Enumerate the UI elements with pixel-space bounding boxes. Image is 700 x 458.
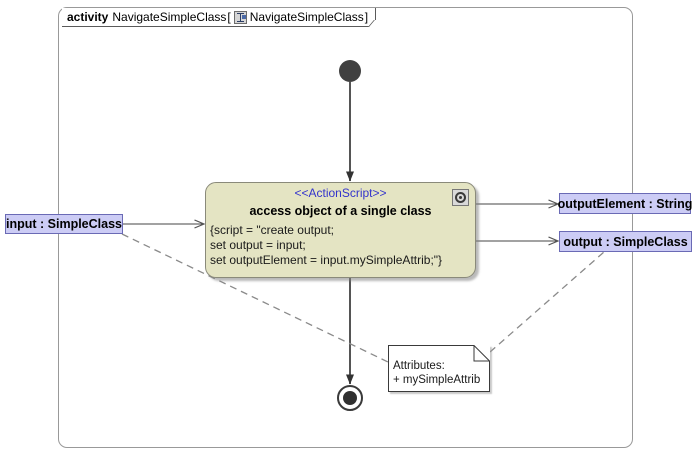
frame-qualified-name: NavigateSimpleClass xyxy=(249,10,364,24)
activity-final-node[interactable] xyxy=(337,385,363,411)
note-line-2: + mySimpleAttrib xyxy=(393,374,481,386)
action-script-body: {script = "create output; set output = i… xyxy=(210,223,475,268)
script-line-3: set outputElement = input.mySimpleAttrib… xyxy=(210,253,443,267)
frame-bracket-open: [ xyxy=(227,10,231,24)
pin-input[interactable]: input : SimpleClass xyxy=(5,214,123,234)
note-line-1: Attributes: xyxy=(393,360,445,372)
note-shape-icon xyxy=(388,345,490,392)
initial-node[interactable] xyxy=(339,60,361,82)
action-title: access object of a single class xyxy=(249,204,432,218)
script-line-2: set output = input; xyxy=(210,238,306,252)
activity-frame-header: activity NavigateSimpleClass [ NavigateS… xyxy=(62,8,377,27)
activity-diagram-icon xyxy=(233,10,247,24)
dependency-input-to-note xyxy=(121,233,389,363)
action-script-gear-icon xyxy=(452,189,469,206)
script-line-1: {script = "create output; xyxy=(210,223,334,237)
note-box[interactable]: Attributes: + mySimpleAttrib xyxy=(388,345,490,392)
pin-output[interactable]: output : SimpleClass xyxy=(559,231,692,252)
frame-bracket-close: ] xyxy=(364,10,369,24)
pin-output-element[interactable]: outputElement : String xyxy=(558,193,692,214)
dependency-note-to-output xyxy=(489,251,605,353)
frame-name: NavigateSimpleClass xyxy=(112,10,227,24)
action-stereotype: <<ActionScript>> xyxy=(294,186,387,200)
action-node[interactable]: <<ActionScript>> access object of a sing… xyxy=(205,182,476,278)
frame-keyword: activity xyxy=(67,10,109,24)
